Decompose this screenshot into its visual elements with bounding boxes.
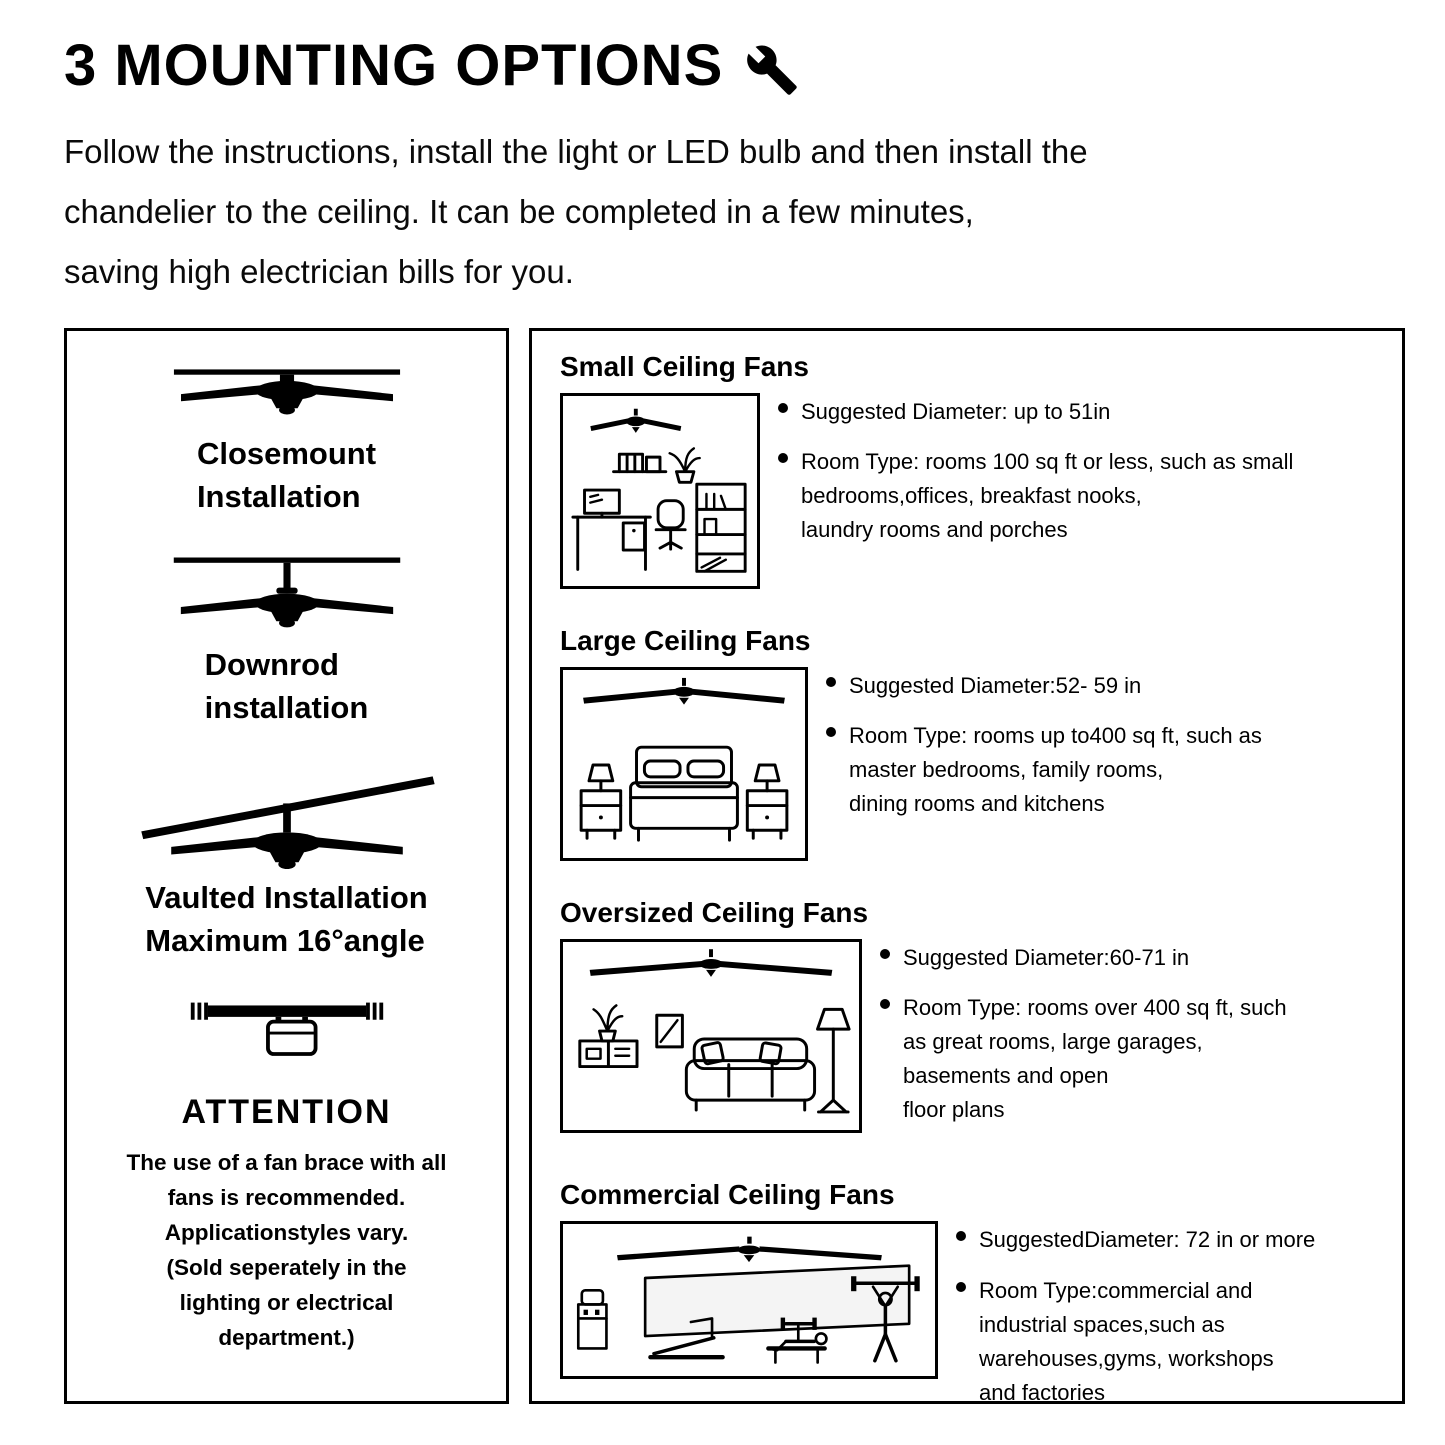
bedroom-illustration <box>579 677 789 842</box>
commercial-room-illustration-box <box>560 1221 938 1380</box>
section-commercial-ceiling-fans: Commercial Ceiling Fans <box>560 1179 1376 1404</box>
bullet-text: Room Type: rooms 100 sq ft or less, such… <box>801 449 1294 543</box>
attention-text: The use of a fan brace with all fans is … <box>126 1150 447 1350</box>
bullet-dot-icon <box>826 727 836 738</box>
small-room-illustration-box <box>560 392 760 589</box>
attention-title: ATTENTION <box>181 1093 392 1132</box>
bullet-dot-icon <box>880 999 890 1010</box>
section-oversized-ceiling-fans: Oversized Ceiling Fans <box>560 897 1376 1143</box>
section-small-ceiling-fans: Small Ceiling Fans <box>560 351 1376 589</box>
section-bullets: Suggested Diameter:60-71 in Room Type: r… <box>880 939 1287 1143</box>
bullet-text: Suggested Diameter:52- 59 in <box>849 672 1142 698</box>
bullet-item: SuggestedDiameter: 72 in or more <box>956 1223 1315 1257</box>
closemount-label: Closemount Installation <box>196 435 377 515</box>
bullet-text: Room Type: rooms up to400 sq ft, such as… <box>849 723 1262 817</box>
closemount-fan-icon <box>173 369 400 415</box>
fan-brace-icon <box>190 1002 383 1057</box>
content-panels: Closemount Installation Downrod installa… <box>64 327 1405 1404</box>
intro-text: Follow the instructions, install the lig… <box>64 132 1088 290</box>
section-large-ceiling-fans: Large Ceiling Fans <box>560 625 1376 861</box>
bullet-dot-icon <box>826 676 836 687</box>
bullet-item: Room Type: rooms up to400 sq ft, such as… <box>826 719 1262 821</box>
bullet-dot-icon <box>956 1231 966 1242</box>
bullet-dot-icon <box>778 402 788 413</box>
header: 3 MOUNTING OPTIONS <box>64 34 1405 98</box>
section-bullets: Suggested Diameter:52- 59 in Room Type: … <box>826 667 1262 861</box>
vaulted-label: Vaulted Installation Maximum 16°angle <box>145 879 428 958</box>
mounting-options-panel: Closemount Installation Downrod installa… <box>64 327 509 1404</box>
bullet-text: SuggestedDiameter: 72 in or more <box>979 1227 1316 1253</box>
bullet-item: Suggested Diameter: up to 51in <box>778 395 1293 429</box>
bullet-dot-icon <box>880 948 890 959</box>
downrod-fan-icon <box>173 557 400 628</box>
section-title: Oversized Ceiling Fans <box>560 896 869 928</box>
bullet-item: Room Type:commercial and industrial spac… <box>956 1274 1315 1404</box>
bullet-text: Room Type: rooms over 400 sq ft, such as… <box>903 995 1287 1123</box>
section-title: Commercial Ceiling Fans <box>560 1179 895 1211</box>
vaulted-fan-icon <box>140 775 435 869</box>
section-bullets: SuggestedDiameter: 72 in or more Room Ty… <box>956 1221 1315 1404</box>
bullet-text: Room Type:commercial and industrial spac… <box>979 1277 1274 1404</box>
bullet-dot-icon <box>956 1281 966 1292</box>
downrod-label: Downrod installation <box>204 646 369 726</box>
section-title: Small Ceiling Fans <box>560 350 809 382</box>
bullet-dot-icon <box>778 453 788 464</box>
section-bullets: Suggested Diameter: up to 51in Room Type… <box>778 393 1293 589</box>
bullet-text: Suggested Diameter: up to 51in <box>801 398 1111 424</box>
gym-illustration <box>576 1237 920 1365</box>
fan-size-guide-panel: Small Ceiling Fans <box>529 327 1405 1404</box>
section-title: Large Ceiling Fans <box>560 624 811 656</box>
large-room-illustration-box <box>560 666 808 861</box>
wrench-icon <box>747 45 797 95</box>
page-title: 3 MOUNTING OPTIONS <box>64 33 724 98</box>
small-room-illustration <box>571 408 747 573</box>
bullet-item: Room Type: rooms over 400 sq ft, such as… <box>880 991 1287 1127</box>
oversized-room-illustration-box <box>560 938 862 1133</box>
bullet-text: Suggested Diameter:60-71 in <box>903 944 1190 970</box>
bullet-item: Suggested Diameter:52- 59 in <box>826 669 1262 703</box>
living-room-illustration <box>578 949 851 1114</box>
bullet-item: Room Type: rooms 100 sq ft or less, such… <box>778 445 1293 547</box>
bullet-item: Suggested Diameter:60-71 in <box>880 941 1287 975</box>
